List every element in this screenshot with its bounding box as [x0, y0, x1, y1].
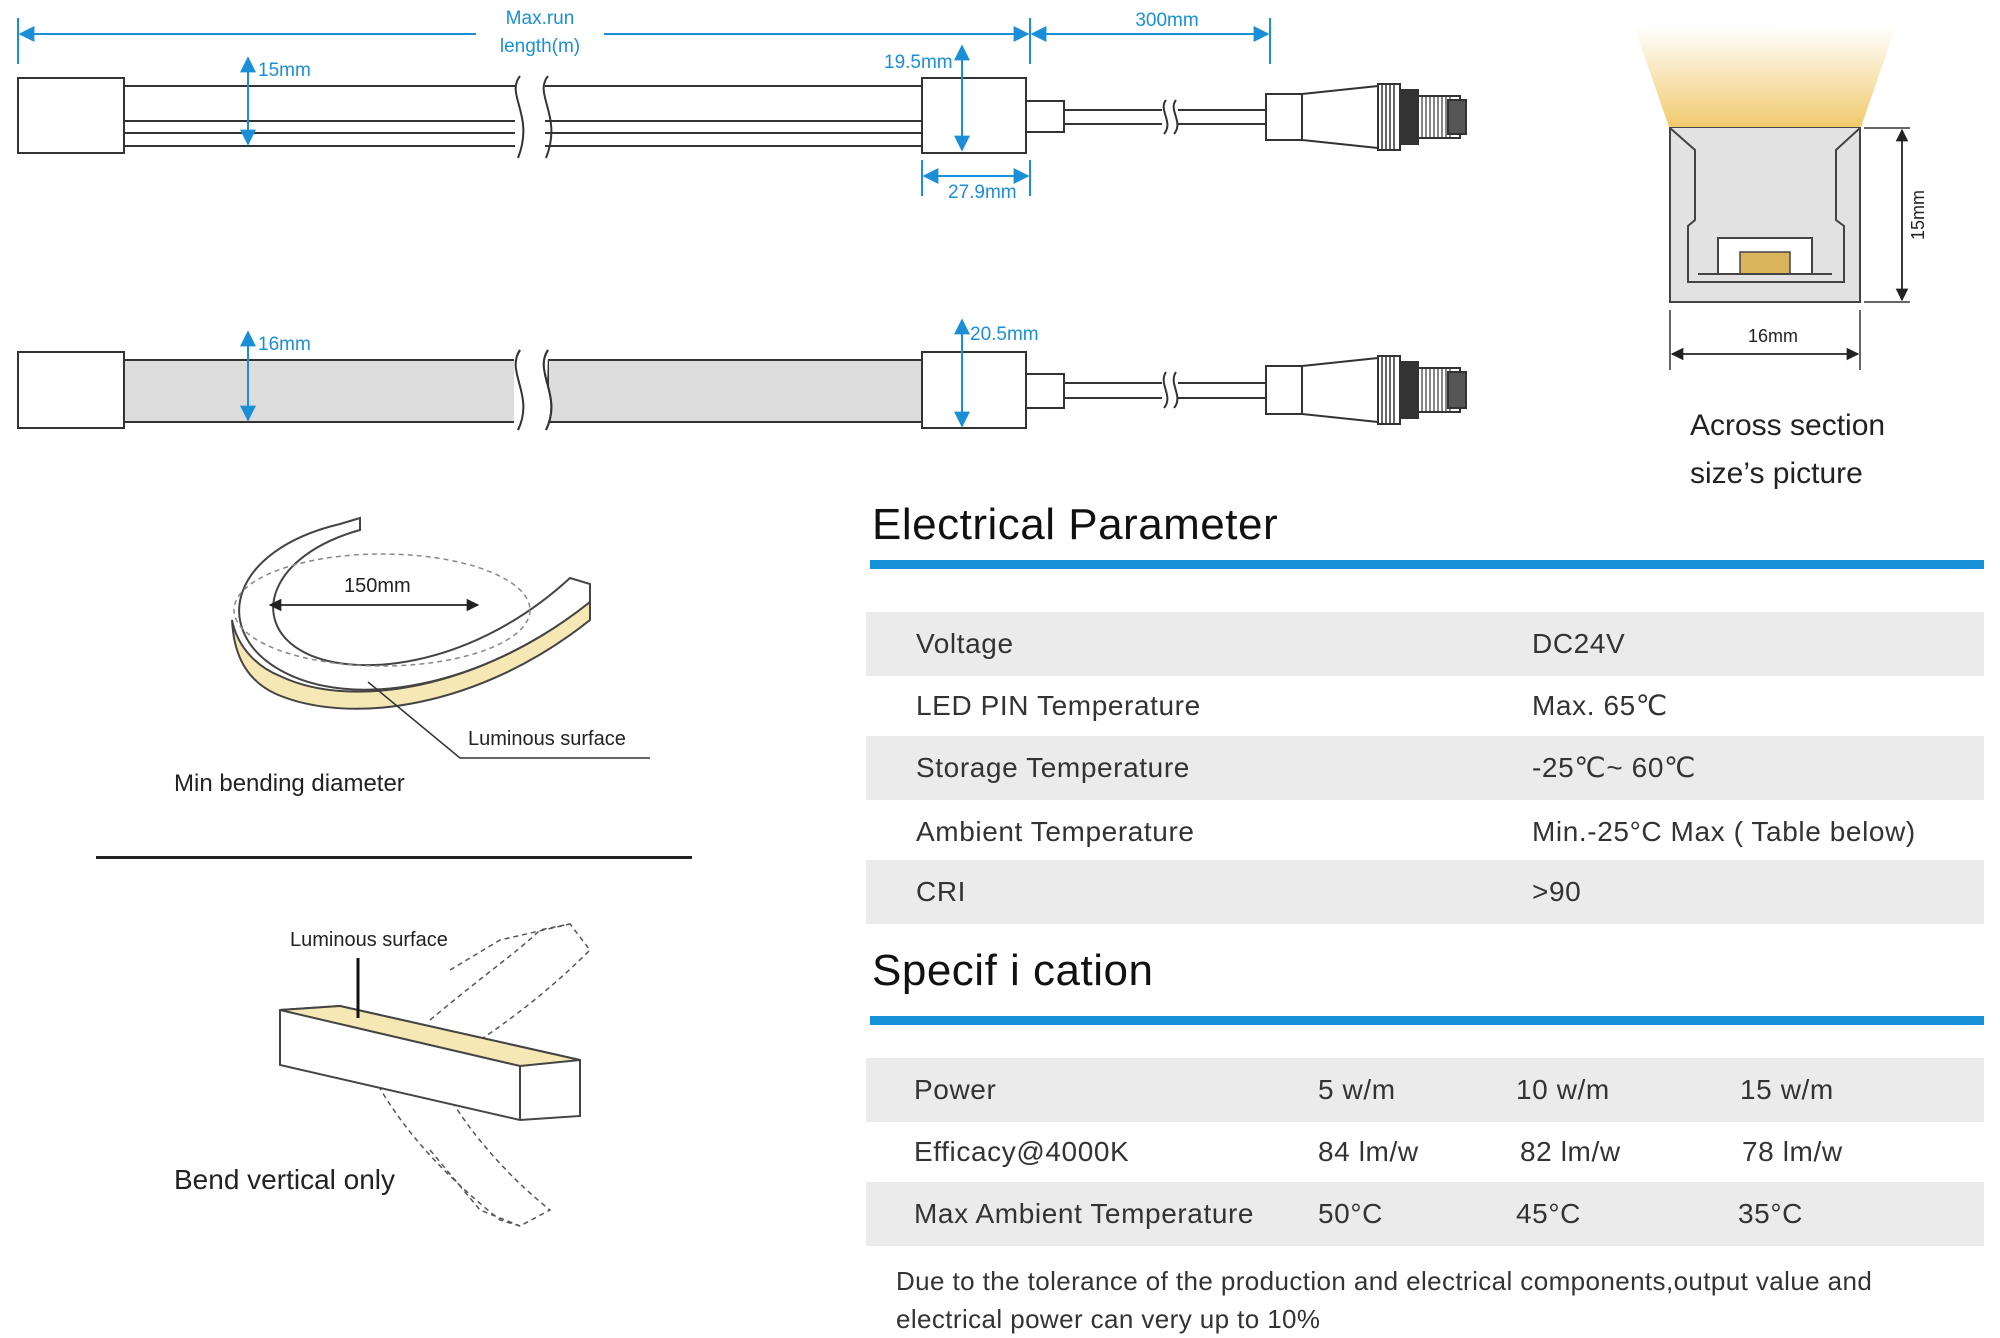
spec-value-3: 15 w/m	[1740, 1074, 1834, 1105]
table-row: Power 5 w/m 10 w/m 15 w/m	[866, 1058, 1984, 1122]
cross-section-caption-2: size’s picture	[1690, 457, 1863, 490]
cross-width-label: 16mm	[1748, 326, 1798, 346]
param-label: CRI	[916, 876, 967, 907]
cross-section-drawing: 15mm 16mm	[1634, 26, 1928, 370]
end-cap-bottom-label: 20.5mm	[970, 324, 1039, 345]
luminous-surface-face	[231, 599, 591, 710]
spec-value-1: 84 lm/w	[1318, 1136, 1419, 1167]
table-row: Voltage DC24V	[866, 612, 1984, 676]
electrical-parameter-title: Electrical Parameter	[872, 500, 1279, 549]
spec-value-3: 78 lm/w	[1742, 1136, 1843, 1167]
param-label: Ambient Temperature	[916, 816, 1195, 847]
lead-length-label: 300mm	[1135, 10, 1198, 31]
table-row: Max Ambient Temperature 50°C 45°C 35°C	[866, 1182, 1984, 1246]
cross-height-label: 15mm	[1908, 190, 1928, 240]
param-value: DC24V	[1532, 628, 1626, 659]
length-label: length(m)	[500, 36, 580, 57]
section-divider	[96, 856, 692, 859]
electrical-title-bar	[870, 560, 1984, 569]
strip-dimension-drawing: Max.run length(m) 300mm 15mm 19.5mm 27.9…	[17, 8, 1467, 431]
spec-label: Efficacy@4000K	[914, 1136, 1130, 1167]
param-value: Max. 65℃	[1532, 690, 1668, 721]
param-value: >90	[1532, 876, 1582, 907]
cross-section-caption-1: Across section	[1690, 409, 1886, 442]
spec-value-2: 45°C	[1516, 1198, 1581, 1229]
luminous-label-1: Luminous surface	[468, 728, 626, 750]
spec-value-2: 10 w/m	[1516, 1074, 1610, 1105]
table-row: Storage Temperature -25℃~ 60℃	[866, 736, 1984, 800]
param-value: Min.-25°C Max ( Table below)	[1532, 816, 1916, 847]
param-label: Storage Temperature	[916, 752, 1190, 783]
param-value: -25℃~ 60℃	[1532, 752, 1697, 783]
param-label: Voltage	[916, 628, 1014, 659]
led-chip	[1739, 251, 1791, 275]
spec-value-1: 50°C	[1318, 1198, 1383, 1229]
table-row: LED PIN Temperature Max. 65℃	[866, 676, 1984, 736]
strip-side-view	[17, 349, 1467, 431]
luminous-label-2: Luminous surface	[290, 929, 448, 951]
strip-top-view	[17, 75, 1467, 159]
spec-value-1: 5 w/m	[1318, 1074, 1396, 1105]
table-row: CRI >90	[866, 860, 1984, 924]
table-row: Ambient Temperature Min.-25°C Max ( Tabl…	[866, 800, 1984, 864]
specification-title: Specif i cation	[872, 946, 1154, 995]
min-bending-caption: Min bending diameter	[174, 770, 405, 797]
height-top-label: 15mm	[258, 60, 311, 81]
bend-diameter-label: 150mm	[344, 575, 411, 597]
light-glow	[1634, 26, 1896, 130]
table-row: Efficacy@4000K 84 lm/w 82 lm/w 78 lm/w	[866, 1122, 1984, 1182]
max-run-label: Max.run	[506, 8, 575, 29]
tolerance-note: Due to the tolerance of the production a…	[896, 1266, 1873, 1334]
height-bottom-label: 16mm	[258, 334, 311, 355]
end-cap-top-label: 19.5mm	[884, 52, 953, 73]
spec-value-3: 35°C	[1738, 1198, 1803, 1229]
spec-label: Power	[914, 1074, 997, 1105]
specification-title-bar	[870, 1016, 1984, 1025]
bending-diagram: 150mm Luminous surface	[231, 516, 650, 759]
spec-label: Max Ambient Temperature	[914, 1198, 1255, 1229]
cap-length-label: 27.9mm	[948, 182, 1017, 203]
bend-vertical-diagram: Luminous surface	[279, 923, 591, 1227]
spec-value-2: 82 lm/w	[1520, 1136, 1621, 1167]
param-label: LED PIN Temperature	[916, 690, 1201, 721]
bend-vertical-caption: Bend vertical only	[174, 1164, 396, 1195]
